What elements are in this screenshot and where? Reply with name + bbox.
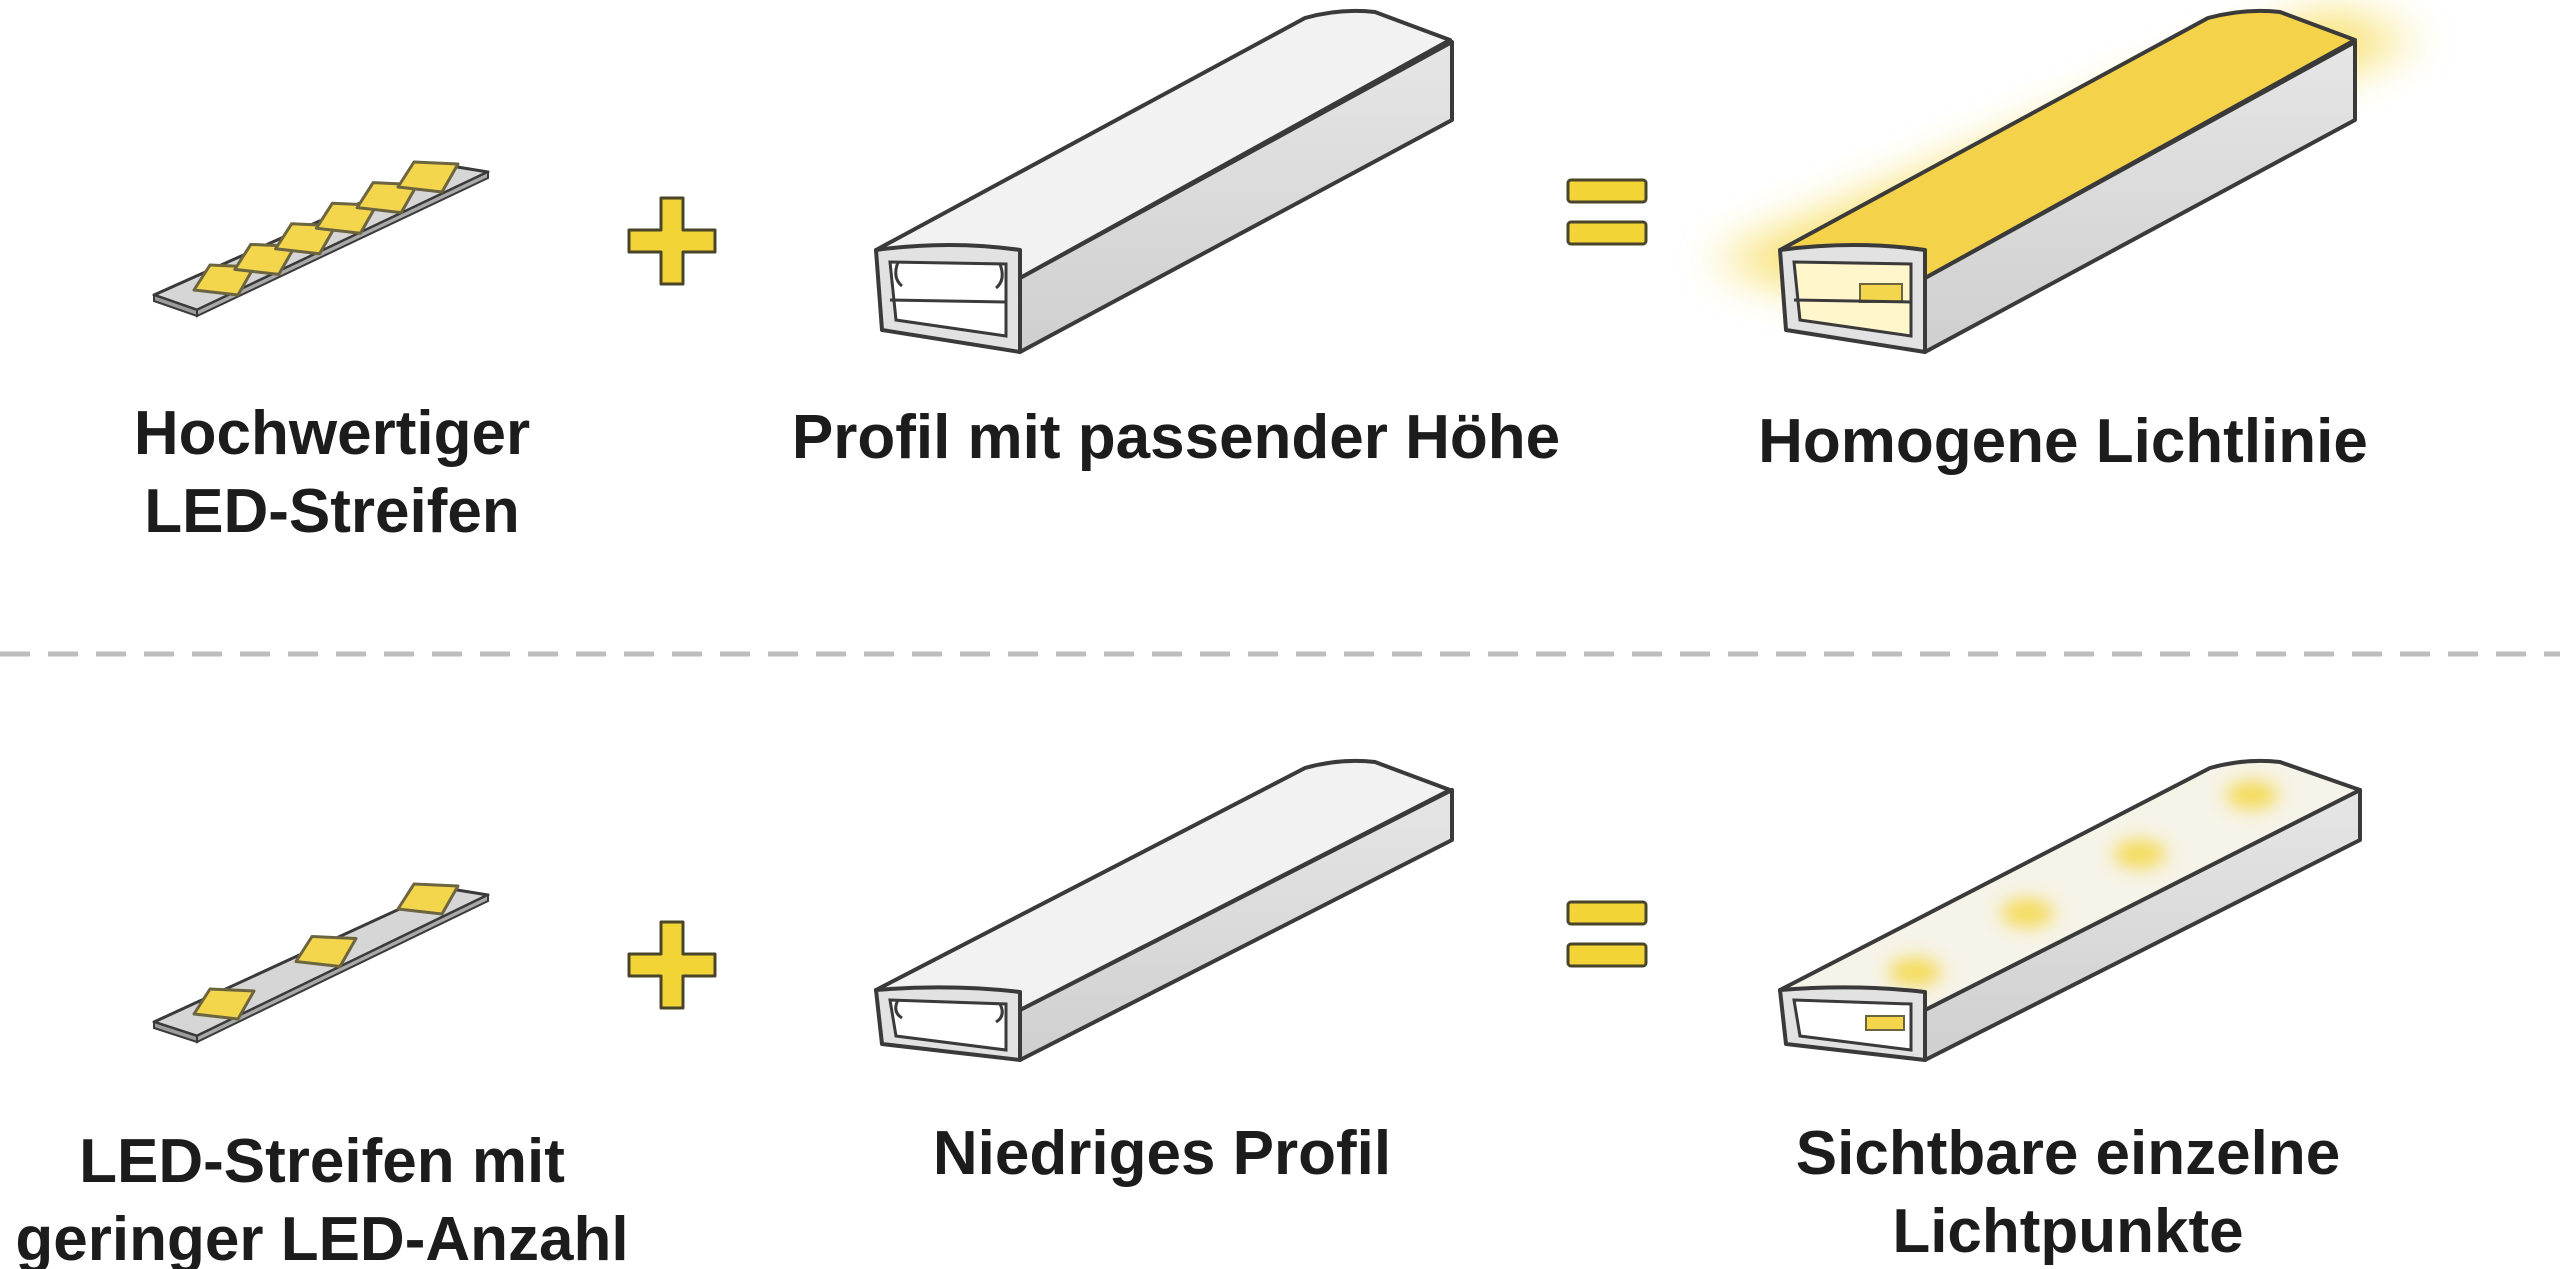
caption-line: Lichtpunkte <box>1892 1197 2244 1266</box>
caption-line: Homogene Lichtlinie <box>1758 407 2368 476</box>
caption-profile-tall: Profil mit passender Höhe <box>726 399 1626 477</box>
led-strip-poor <box>152 882 490 1044</box>
caption-strip-good: Hochwertiger LED-Streifen <box>0 395 782 551</box>
led-strip-good <box>152 160 490 318</box>
caption-strip-poor: LED-Streifen mit geringer LED-Anzahl <box>0 1123 772 1269</box>
row-good <box>152 8 2420 354</box>
led-chip-group <box>192 882 460 1021</box>
caption-line: Profil mit passender Höhe <box>791 403 1561 472</box>
caption-line: geringer LED-Anzahl <box>15 1205 629 1269</box>
equals-icon <box>1566 900 1648 968</box>
light-spot <box>2226 781 2278 809</box>
led-chip-group <box>192 160 460 297</box>
profile-low <box>874 758 1454 1062</box>
caption-line: Niedriges Profil <box>932 1119 1392 1188</box>
light-spot <box>2113 840 2166 868</box>
result-visible-dots <box>1778 758 2362 1062</box>
led-chip <box>396 882 460 916</box>
light-spot <box>1889 958 1941 986</box>
result-homogeneous-light <box>1710 8 2420 354</box>
plus-icon <box>627 196 717 286</box>
profile-tall <box>874 8 1454 354</box>
plus-icon <box>627 920 717 1010</box>
caption-line: LED-Streifen <box>144 477 520 546</box>
row-poor <box>152 758 2362 1062</box>
caption-result-homogeneous: Homogene Lichtlinie <box>1613 403 2513 481</box>
caption-line: Hochwertiger <box>133 399 531 468</box>
caption-profile-low: Niedriges Profil <box>712 1115 1612 1193</box>
equals-icon <box>1566 178 1648 246</box>
led-chip <box>294 935 358 968</box>
led-chip <box>396 160 460 194</box>
light-spot-group <box>1889 781 2278 986</box>
caption-line: LED-Streifen mit <box>79 1127 565 1196</box>
caption-result-dots: Sichtbare einzelne Lichtpunkte <box>1618 1115 2518 1269</box>
led-chip <box>192 987 256 1021</box>
caption-line: Sichtbare einzelne <box>1795 1119 2341 1188</box>
light-spot <box>2001 899 2054 927</box>
